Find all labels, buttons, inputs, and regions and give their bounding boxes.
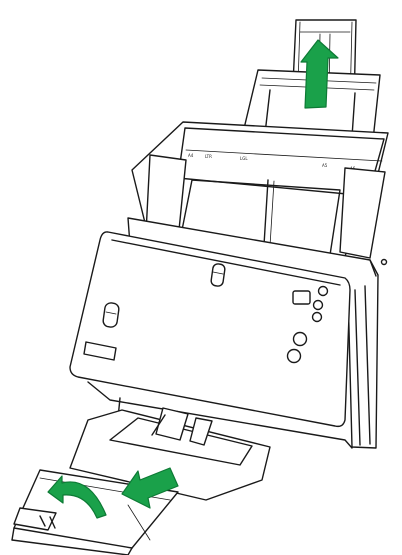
paper-stopper (13, 507, 57, 531)
control-panel (286, 285, 329, 364)
lcd-display (292, 290, 311, 305)
output-tray (69, 407, 271, 501)
side-latch (102, 302, 120, 328)
panel-button-1 (317, 285, 329, 297)
svg-text:LTR: LTR (205, 154, 212, 159)
panel-button-4 (292, 331, 308, 347)
cover-release-lever (210, 263, 226, 287)
front-cover (69, 231, 351, 428)
up-arrow (300, 39, 339, 109)
svg-text:A4: A4 (188, 153, 194, 158)
svg-text:A5: A5 (322, 163, 328, 168)
svg-text:LGL: LGL (240, 156, 248, 161)
panel-button-2 (312, 299, 324, 311)
panel-button-3 (311, 311, 323, 323)
label-plate (83, 341, 117, 361)
power-button (286, 348, 302, 364)
down-left-arrow (121, 467, 179, 509)
curved-arrow (47, 475, 107, 519)
